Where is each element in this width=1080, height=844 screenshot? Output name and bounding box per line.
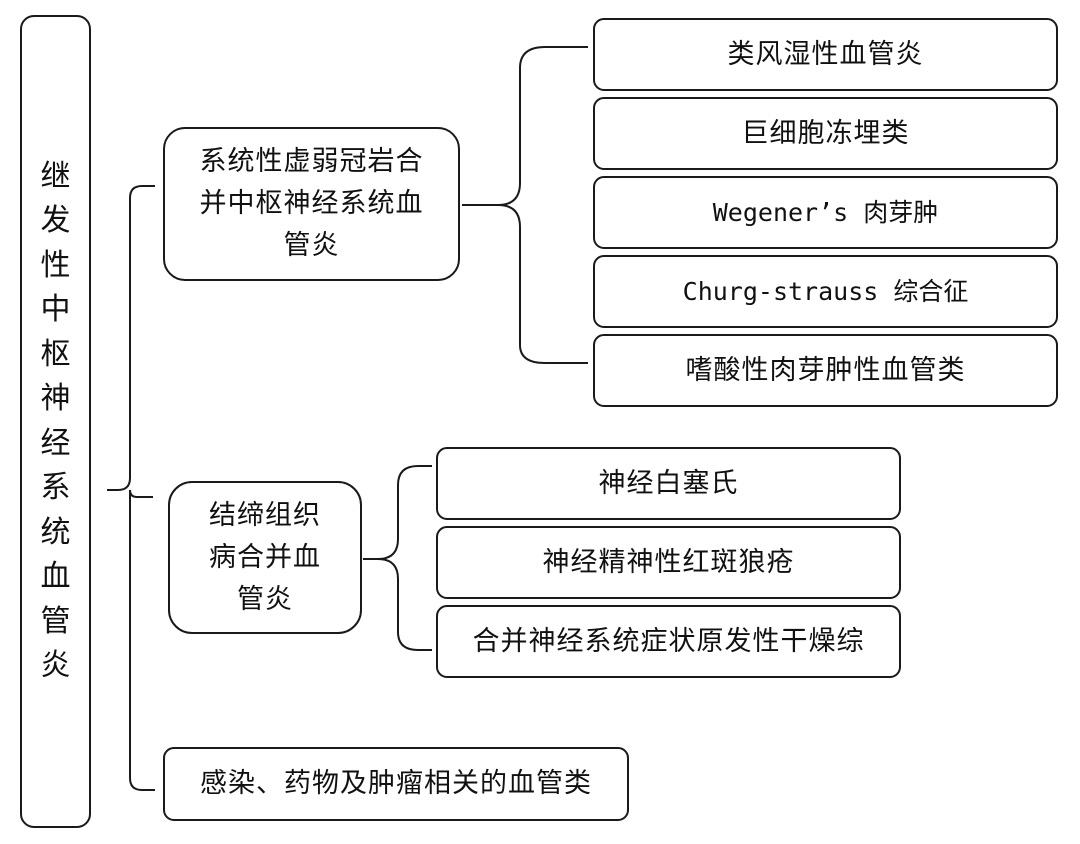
leaf-node: Churg-strauss 综合征 bbox=[593, 255, 1058, 328]
leaf-label: 神经精神性红斑狼疮 bbox=[542, 546, 795, 578]
group2-bracket-low bbox=[377, 558, 432, 651]
group-node-systemic: 系统性虚弱冠岩合 并中枢神经系统血 管炎 bbox=[163, 127, 460, 281]
leaf-node: 嗜酸性肉芽肿性血管类 bbox=[593, 334, 1058, 407]
leaf-label: Wegener’s 肉芽肿 bbox=[712, 197, 939, 227]
root-node: 继发性中枢神经系统血管炎 bbox=[20, 15, 91, 828]
leaf-node: 类风湿性血管炎 bbox=[593, 18, 1058, 91]
group-label: 系统性虚弱冠岩合 并中枢神经系统血 管炎 bbox=[199, 146, 424, 261]
leaf-node: Wegener’s 肉芽肿 bbox=[593, 176, 1058, 249]
group-label: 感染、药物及肿瘤相关的血管类 bbox=[200, 768, 592, 799]
leaf-node: 神经白塞氏 bbox=[436, 447, 901, 520]
leaf-label: 嗜酸性肉芽肿性血管类 bbox=[685, 354, 966, 386]
leaf-label: 类风湿性血管炎 bbox=[727, 38, 924, 70]
root-bracket-bottom bbox=[129, 490, 155, 791]
root-bracket bbox=[107, 185, 155, 491]
group-label: 结缔组织 病合并血 管炎 bbox=[209, 499, 321, 615]
root-label: 继发性中枢神经系统血管炎 bbox=[40, 158, 71, 684]
leaf-node: 巨细胞冻埋类 bbox=[593, 97, 1058, 170]
group2-bracket bbox=[363, 465, 432, 560]
leaf-label: 神经白塞氏 bbox=[598, 467, 739, 499]
leaf-label: 巨细胞冻埋类 bbox=[741, 117, 910, 149]
group1-bracket-low bbox=[497, 204, 588, 364]
leaf-node: 合并神经系统症状原发性干燥综 bbox=[436, 605, 901, 678]
leaf-node: 神经精神性红斑狼疮 bbox=[436, 526, 901, 599]
group1-bracket bbox=[462, 46, 588, 206]
group-node-connective: 结缔组织 病合并血 管炎 bbox=[168, 481, 362, 634]
root-bracket-mid bbox=[129, 489, 153, 498]
leaf-label: Churg-strauss 综合征 bbox=[682, 276, 969, 306]
leaf-label: 合并神经系统症状原发性干燥综 bbox=[472, 625, 865, 657]
group-node-infection: 感染、药物及肿瘤相关的血管类 bbox=[163, 747, 629, 821]
